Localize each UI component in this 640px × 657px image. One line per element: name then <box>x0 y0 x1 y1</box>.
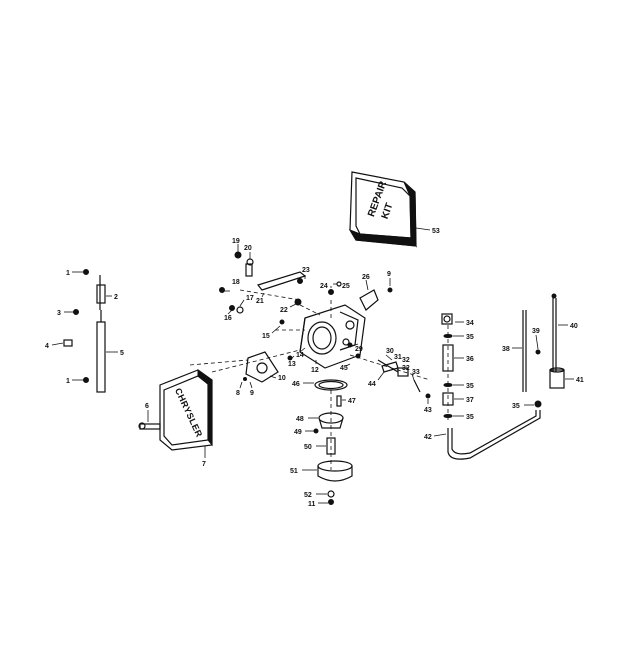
callout-37: 37 <box>466 397 474 404</box>
callout-12: 12 <box>311 367 319 374</box>
callout-33: 33 <box>412 369 420 376</box>
callout-45: 45 <box>340 365 348 372</box>
callout-4: 4 <box>45 343 49 350</box>
throttle-rod-assembly <box>63 269 106 393</box>
callout-10: 10 <box>278 375 286 382</box>
callout-19: 19 <box>232 238 240 245</box>
callout-9: 9 <box>250 390 254 397</box>
callout-44: 44 <box>368 381 376 388</box>
callout-40: 40 <box>570 323 578 330</box>
carburetor-body <box>299 281 366 369</box>
silencer-brand: CHRYSLER <box>173 387 205 439</box>
callout-8: 8 <box>236 390 240 397</box>
callout-51: 51 <box>290 468 298 475</box>
callout-3: 3 <box>57 310 61 317</box>
callout-1b: 1 <box>66 378 70 385</box>
callout-35c: 35 <box>466 414 474 421</box>
callout-48: 48 <box>296 416 304 423</box>
callout-35d: 35 <box>512 403 520 410</box>
repair-kit-line2: KIT <box>380 202 396 221</box>
callout-17: 17 <box>246 295 254 302</box>
callout-36: 36 <box>466 356 474 363</box>
choke-rod-assembly <box>522 293 565 392</box>
callout-13: 13 <box>288 361 296 368</box>
callout-18: 18 <box>232 279 240 286</box>
callout-46: 46 <box>292 381 300 388</box>
callout-7: 7 <box>202 461 206 468</box>
callout-42: 42 <box>424 434 432 441</box>
throttle-lever-assembly <box>219 251 307 325</box>
repair-kit-box: REPAIR KIT <box>348 171 417 248</box>
callout-32a: 32 <box>402 357 410 364</box>
callout-15: 15 <box>262 333 270 340</box>
callout-9-top: 9 <box>387 271 391 278</box>
callout-2: 2 <box>114 294 118 301</box>
callout-41: 41 <box>576 377 584 384</box>
choke-plate <box>359 287 393 311</box>
callout-29: 29 <box>355 346 363 353</box>
callout-43: 43 <box>424 407 432 414</box>
callout-26: 26 <box>362 274 370 281</box>
float-bowl-stack <box>313 379 353 505</box>
callout-35a: 35 <box>466 334 474 341</box>
callout-25: 25 <box>342 283 350 290</box>
callout-49: 49 <box>294 429 302 436</box>
callout-16: 16 <box>224 315 232 322</box>
callout-30: 30 <box>386 348 394 355</box>
callout-23: 23 <box>302 267 310 274</box>
needle-valve-parts <box>347 342 431 399</box>
fuel-fitting-stack <box>441 313 542 460</box>
callout-39: 39 <box>532 328 540 335</box>
callout-35b: 35 <box>466 383 474 390</box>
callout-5: 5 <box>120 350 124 357</box>
mounting-gasket <box>243 351 279 383</box>
callout-50: 50 <box>304 444 312 451</box>
callout-11: 11 <box>308 501 316 508</box>
callout-31: 31 <box>394 354 402 361</box>
callout-21: 21 <box>256 298 264 305</box>
callout-6: 6 <box>145 403 149 410</box>
air-silencer: CHRYSLER <box>138 369 213 451</box>
callout-1a: 1 <box>66 270 70 277</box>
callout-53: 53 <box>432 228 440 235</box>
callout-34: 34 <box>466 320 474 327</box>
callout-52: 52 <box>304 492 312 499</box>
callout-47: 47 <box>348 398 356 405</box>
callout-14: 14 <box>296 352 304 359</box>
callout-32b: 32 <box>402 365 410 372</box>
callout-38: 38 <box>502 346 510 353</box>
callout-22: 22 <box>280 307 288 314</box>
callout-24: 24 <box>320 283 328 290</box>
callout-20: 20 <box>244 245 252 252</box>
